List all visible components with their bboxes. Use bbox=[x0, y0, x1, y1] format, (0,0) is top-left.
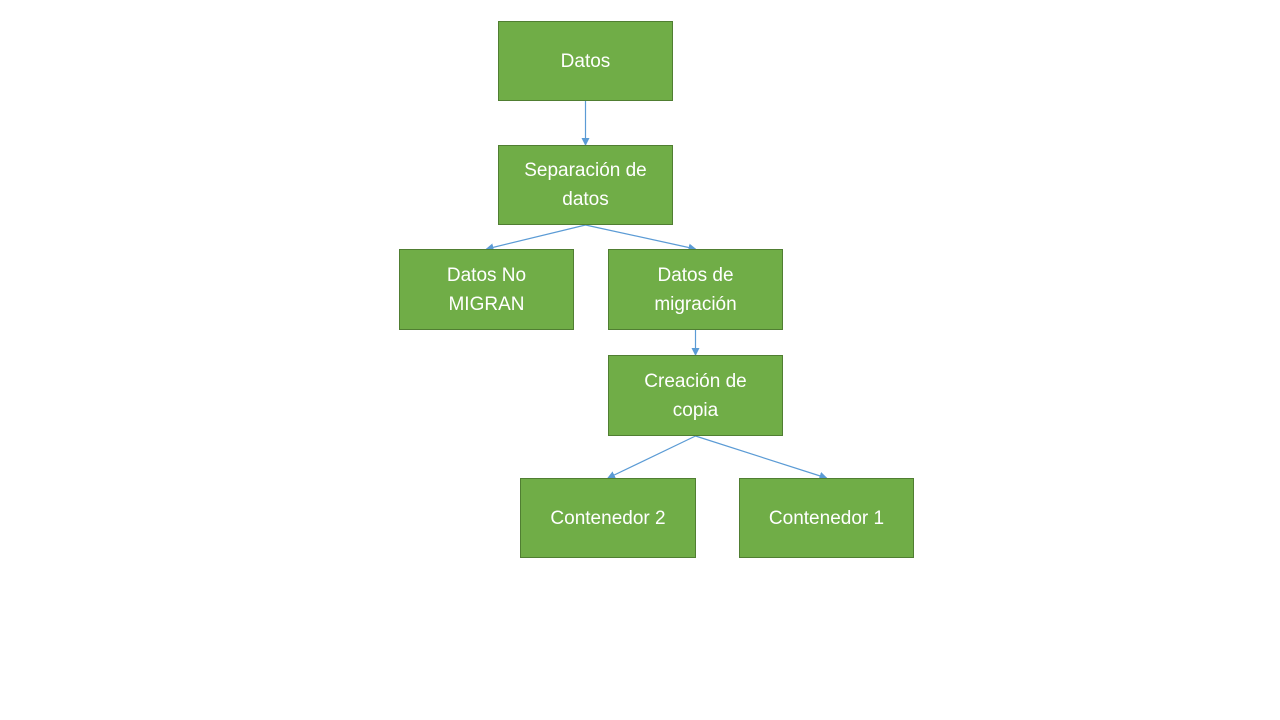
node-contenedor-2-label: Contenedor 2 bbox=[550, 507, 666, 529]
node-datos-label: Datos bbox=[560, 50, 611, 72]
node-separacion-de-datos: Separación de datos bbox=[498, 145, 673, 225]
connector-separacion-to-no_migran bbox=[485, 224, 586, 252]
node-datos-no-migran: Datos No MIGRAN bbox=[399, 249, 574, 330]
node-contenedor-1-label: Contenedor 1 bbox=[768, 507, 885, 529]
connector-separacion-to-migracion bbox=[585, 224, 697, 252]
node-separacion-de-datos-label: Separación de datos bbox=[524, 160, 647, 210]
node-datos-de-migracion: Datos de migración bbox=[608, 249, 783, 330]
connector-creacion-to-contenedor2 bbox=[607, 435, 696, 479]
node-datos-de-migracion-label: Datos de migración bbox=[654, 264, 737, 315]
node-creacion-de-copia-label: Creación de copia bbox=[644, 370, 747, 421]
node-contenedor-2: Contenedor 2 bbox=[520, 478, 696, 558]
node-contenedor-1: Contenedor 1 bbox=[739, 478, 914, 558]
node-creacion-de-copia: Creación de copia bbox=[608, 355, 783, 436]
connector-creacion-to-contenedor1 bbox=[695, 435, 828, 480]
node-datos-no-migran-label: Datos No MIGRAN bbox=[446, 264, 527, 315]
node-datos: Datos bbox=[498, 21, 673, 101]
